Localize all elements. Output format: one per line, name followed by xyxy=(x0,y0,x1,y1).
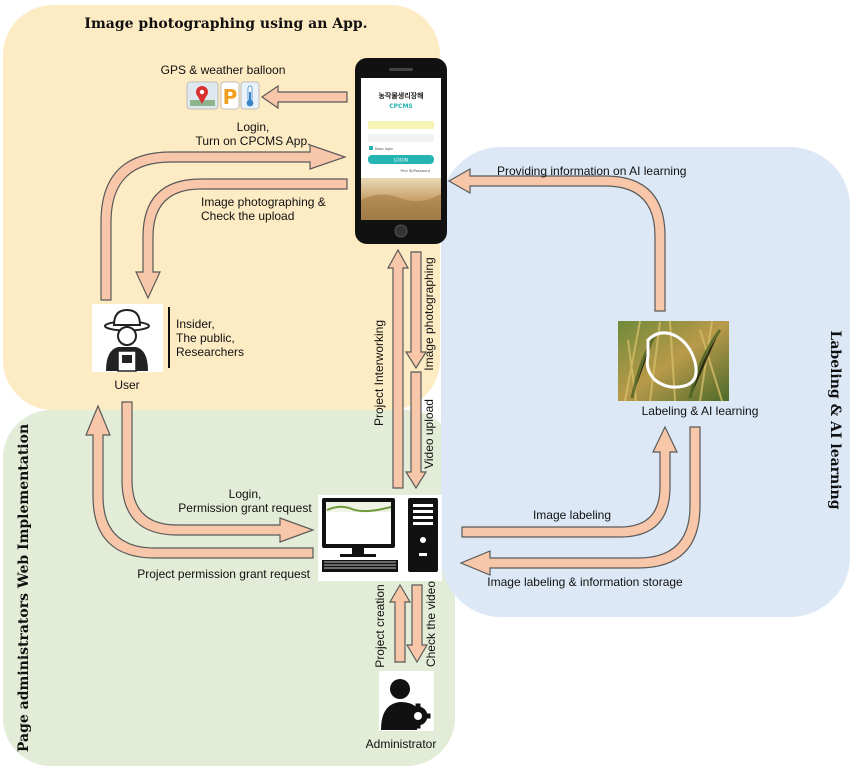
weather-p-icon xyxy=(220,81,240,110)
arrow-admin-to-computer xyxy=(388,583,412,663)
arrow-user-to-phone xyxy=(100,144,347,301)
region-app-title: Image photographing using an App. xyxy=(84,16,367,32)
gps-label: GPS & weather balloon xyxy=(161,63,286,77)
user-type-researchers: Researchers xyxy=(176,345,244,359)
flow-photo-upload-1: Image photographing & xyxy=(201,195,326,209)
phone-remember-label: Keep login xyxy=(375,147,393,151)
region-web-title: Page administrators Web Implementation xyxy=(16,424,32,752)
rice-labeling-photo xyxy=(618,320,729,402)
arrow-labeling-to-phone xyxy=(447,167,666,312)
flow-label-storage: Image labeling & information storage xyxy=(487,575,683,589)
arrow-phone-to-computer-photo xyxy=(404,251,428,370)
phone-password-input[interactable] xyxy=(368,134,434,142)
phone-remember-checkbox[interactable] xyxy=(369,146,373,150)
arrow-phone-to-user xyxy=(135,178,348,300)
arrow-computer-to-phone xyxy=(386,248,410,489)
phone-id-input[interactable] xyxy=(368,121,434,129)
flow-login-app-2: Turn on CPCMS App. xyxy=(196,134,311,148)
phone-login-label: LOGIN xyxy=(394,158,408,164)
svg-text:P: P xyxy=(223,85,238,109)
phone-forgot-link[interactable]: Find ID/Password xyxy=(400,169,430,173)
arrow-phone-to-gps xyxy=(260,84,348,110)
flow-project-permission: Project permission grant request xyxy=(137,567,310,581)
phone-login-button[interactable] xyxy=(368,155,434,164)
phone-app-brand: CPCMS xyxy=(389,103,413,110)
arrow-computer-to-user xyxy=(85,404,314,559)
user-type-public: The public, xyxy=(176,331,235,345)
flow-video-upload: Video upload xyxy=(422,399,436,469)
user-label: User xyxy=(114,378,139,392)
flow-image-photographing: Image photographing xyxy=(422,257,436,370)
arrow-labeling-to-computer xyxy=(459,426,701,576)
flow-ai-info: Providing information on AI learning xyxy=(497,164,686,178)
labeling-label: Labeling & AI learning xyxy=(642,404,759,418)
flow-login-permission-2: Permission grant request xyxy=(178,501,312,515)
arrow-computer-to-admin xyxy=(405,584,429,664)
flow-login-app-1: Login, xyxy=(237,120,270,134)
flow-project-interworking: Project Interworking xyxy=(372,320,386,426)
labeling-outline xyxy=(645,331,698,389)
computer-icon xyxy=(318,495,442,581)
arrow-computer-to-labeling xyxy=(461,425,678,538)
flow-login-permission-1: Login, xyxy=(229,487,262,501)
arrow-user-to-computer xyxy=(121,401,315,543)
region-labeling-title: Labeling & AI learning xyxy=(827,330,843,509)
admin-gear-icon xyxy=(379,671,434,731)
flow-image-labeling: Image labeling xyxy=(533,508,611,522)
flow-check-video: Check the video xyxy=(424,581,438,667)
gps-weather-icons: P xyxy=(186,81,260,110)
arrow-phone-to-computer-video xyxy=(404,371,428,490)
smartphone: 농작물생리장해 CPCMS Keep login LOGIN Find ID/P… xyxy=(355,58,447,244)
user-type-insider: Insider, xyxy=(176,317,215,331)
flow-photo-upload-2: Check the upload xyxy=(201,209,294,223)
farmer-icon xyxy=(92,304,163,372)
phone-app-title: 농작물생리장해 xyxy=(378,91,423,100)
flow-project-creation: Project creation xyxy=(373,584,387,667)
admin-label: Administrator xyxy=(366,737,437,751)
